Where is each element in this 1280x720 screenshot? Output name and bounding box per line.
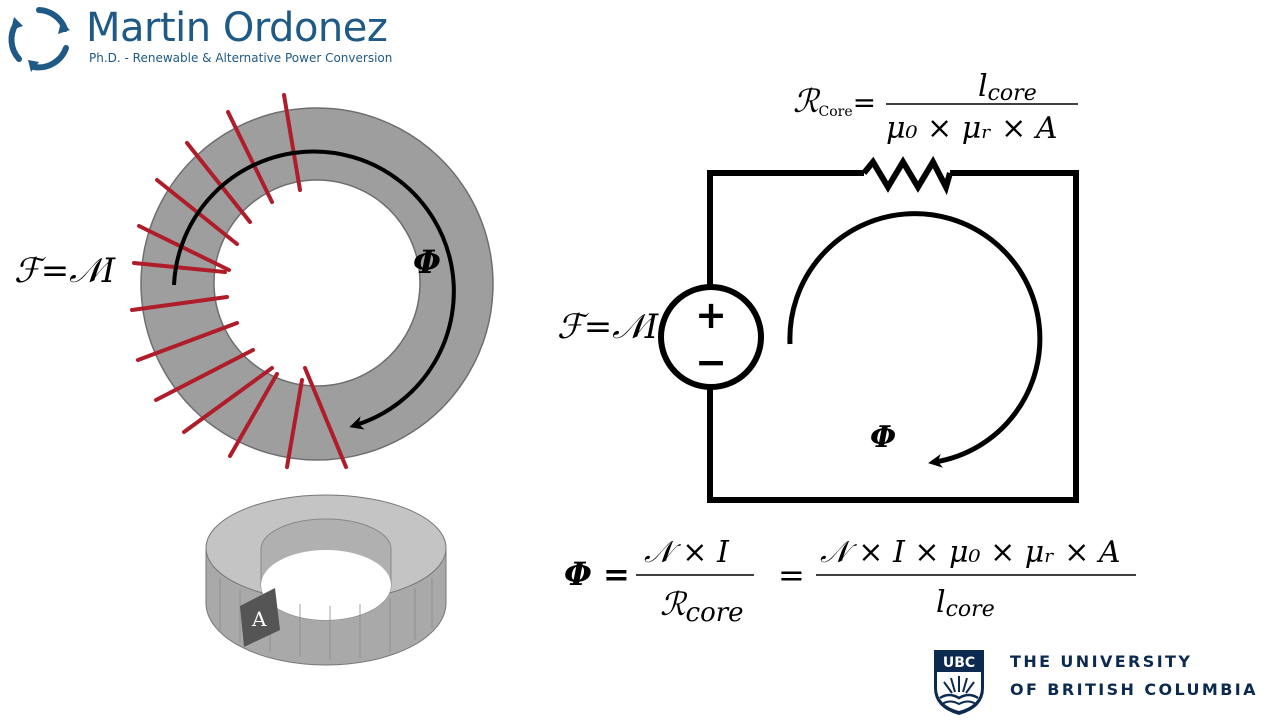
source-plus-sign: + [695, 293, 727, 337]
ubc-crest-icon: UBC [934, 650, 984, 715]
toroid-windings [130, 93, 348, 469]
fraction2-denominator-sub: core [946, 597, 995, 622]
brand-subtitle: Ph.D. - Renewable & Alternative Power Co… [89, 51, 393, 65]
brand-header: Martin Ordonez Ph.D. - Renewable & Alter… [0, 0, 420, 80]
flux-equation-equals: = [778, 556, 805, 594]
institution-name-line1: THE UNIVERSITY [1010, 652, 1193, 671]
circuit-flux-arrow [787, 211, 1043, 468]
reluctance-numerator-sub: core [988, 81, 1037, 106]
mmf-voltage-source: + − [658, 284, 764, 390]
svg-text:lcore: lcore [978, 69, 1037, 106]
toroid-core [140, 107, 494, 461]
fraction1-denominator-sub: core [686, 598, 744, 628]
toroid-flux-arrow [172, 149, 456, 430]
toroid-3d-view: A [205, 494, 447, 666]
area-label: A [251, 607, 267, 631]
flux-equation-lhs: Φ = [564, 555, 630, 593]
brand-name: Martin Ordonez [86, 5, 388, 51]
fraction1-numerator: 𝒩 × I [644, 535, 730, 570]
circuit-mmf-label: ℱ=𝒩I [557, 307, 659, 347]
reluctance-numerator: l [978, 69, 988, 104]
brand-circular-arrows-icon [8, 7, 70, 72]
toroid-top-view: ℱ=𝒩I Φ [14, 93, 494, 469]
reluctance-subscript: Core [819, 104, 853, 120]
circuit-flux-label: Φ [870, 420, 896, 455]
ubc-crest-label: UBC [943, 655, 975, 671]
toroid-3d-cross-section [240, 588, 280, 647]
equivalent-circuit: ℛCore= lcore μ₀ × μᵣ × A + − ℱ=𝒩I Φ [557, 69, 1079, 503]
fraction2-denominator: l [936, 585, 946, 620]
svg-text:ℛCore=: ℛCore= [793, 82, 876, 120]
svg-text:lcore: lcore [936, 585, 995, 622]
circuit-wire-loop [707, 170, 1079, 503]
svg-text:ℛcore: ℛcore [660, 585, 744, 628]
toroid-flux-label: Φ [413, 243, 441, 281]
source-minus-sign: − [695, 340, 727, 384]
fraction1-denominator: ℛ [660, 585, 688, 623]
institution-name-line2: OF BRITISH COLUMBIA [1010, 680, 1258, 699]
fraction2-numerator: 𝒩 × I × μ₀ × μᵣ × A [820, 535, 1121, 570]
reluctance-denominator: μ₀ × μᵣ × A [886, 111, 1058, 146]
reluctance-resistor [861, 155, 953, 196]
institution-logo: UBC THE UNIVERSITY OF BRITISH COLUMBIA [932, 648, 1278, 718]
toroid-mmf-label: ℱ=𝒩I [14, 251, 116, 291]
reluctance-symbol: ℛ [793, 82, 821, 120]
reluctance-formula: ℛCore= lcore μ₀ × μᵣ × A [793, 69, 1078, 146]
flux-equation: Φ = 𝒩 × I ℛcore = 𝒩 × I × μ₀ × μᵣ × A lc… [564, 535, 1136, 628]
toroid-3d-hole [261, 550, 391, 620]
